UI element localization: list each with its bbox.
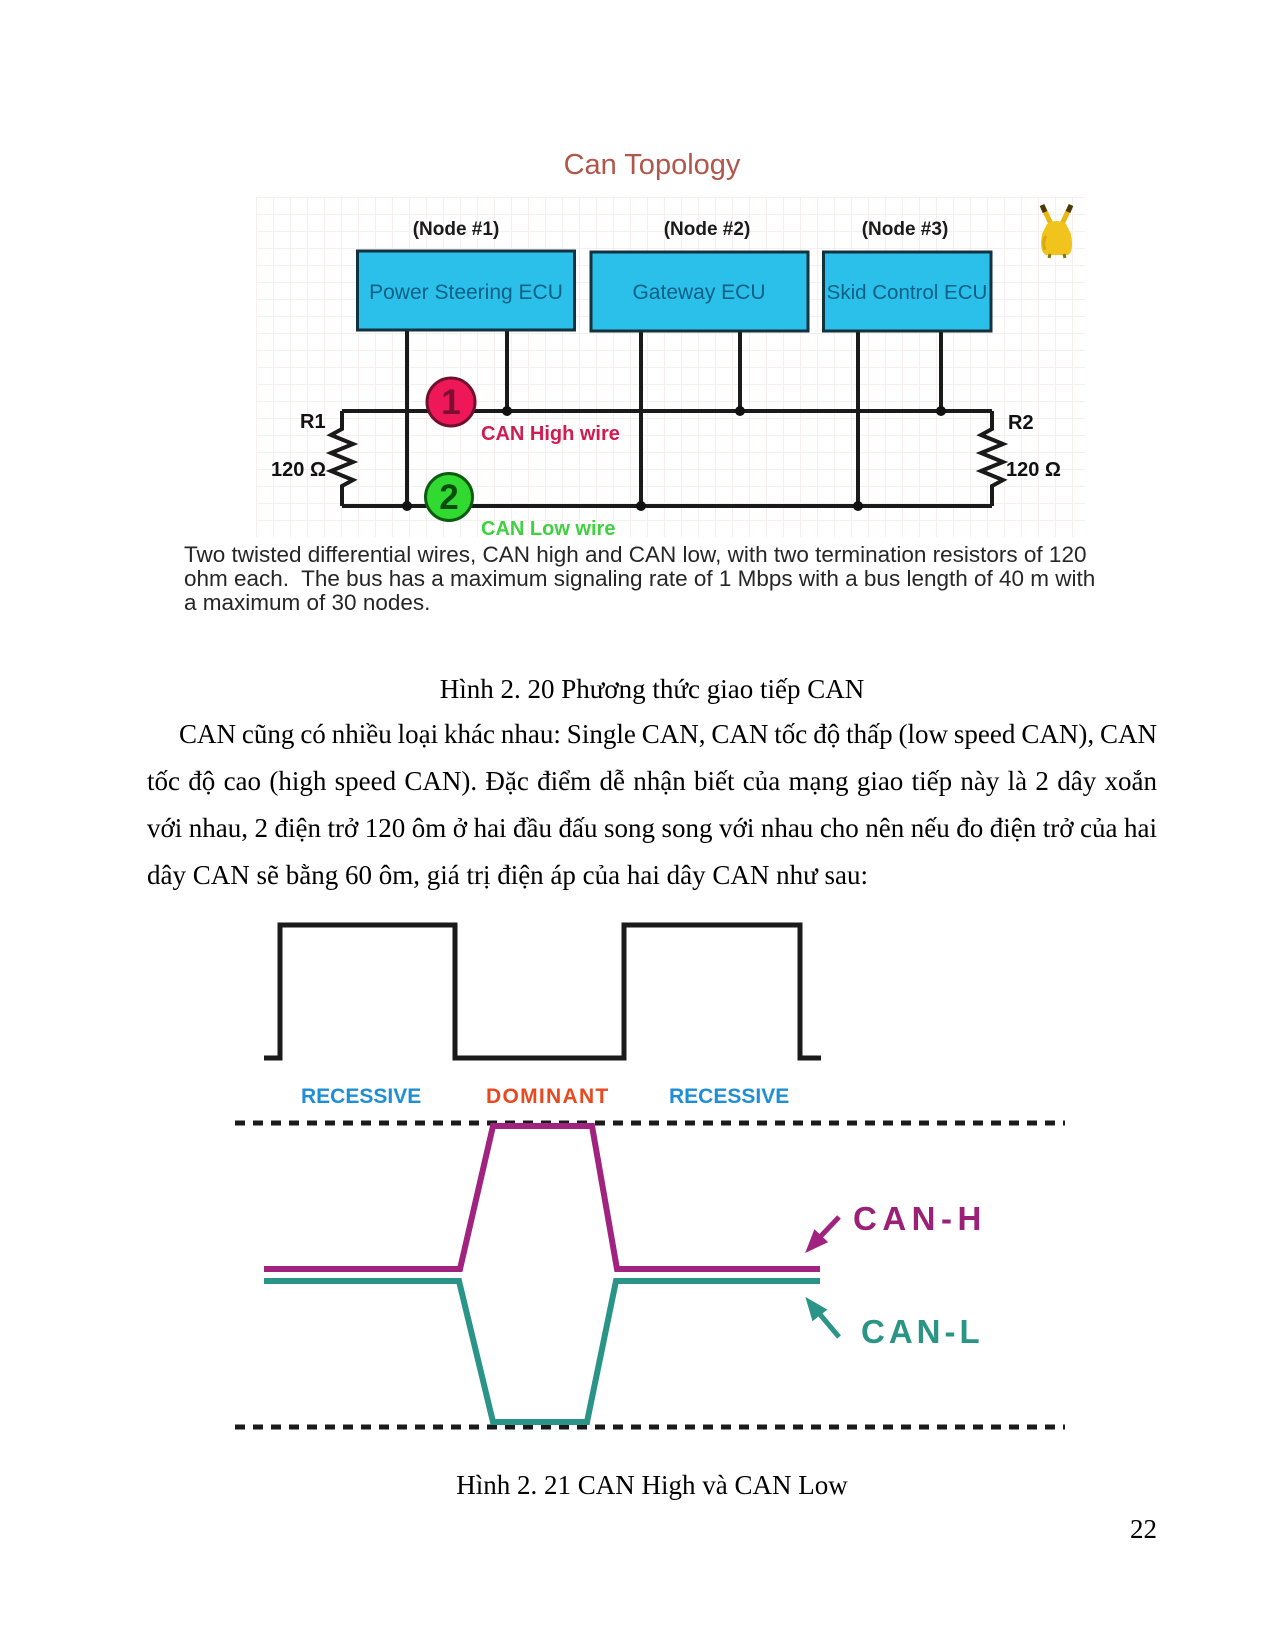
svg-text:Power Steering ECU: Power Steering ECU xyxy=(369,281,563,304)
svg-text:DOMINANT: DOMINANT xyxy=(486,1085,610,1108)
svg-text:RECESSIVE: RECESSIVE xyxy=(301,1085,421,1108)
svg-text:R1: R1 xyxy=(300,411,326,433)
svg-text:Gateway ECU: Gateway ECU xyxy=(632,281,765,304)
svg-text:(Node #1): (Node #1) xyxy=(413,219,500,240)
svg-text:(Node #2): (Node #2) xyxy=(664,219,751,240)
svg-text:RECESSIVE: RECESSIVE xyxy=(669,1085,789,1108)
svg-text:1: 1 xyxy=(441,383,460,422)
svg-text:(Node #3): (Node #3) xyxy=(862,219,949,240)
svg-text:CAN Low wire: CAN Low wire xyxy=(481,518,615,540)
svg-text:Skid Control ECU: Skid Control ECU xyxy=(827,281,988,304)
svg-text:CAN High wire: CAN High wire xyxy=(481,423,620,445)
svg-text:2: 2 xyxy=(439,478,458,517)
svg-text:120 Ω: 120 Ω xyxy=(1006,459,1061,481)
svg-text:R2: R2 xyxy=(1008,412,1034,434)
svg-text:CAN-H: CAN-H xyxy=(853,1200,987,1237)
svg-text:120 Ω: 120 Ω xyxy=(271,459,326,481)
svg-text:CAN-L: CAN-L xyxy=(861,1313,984,1350)
